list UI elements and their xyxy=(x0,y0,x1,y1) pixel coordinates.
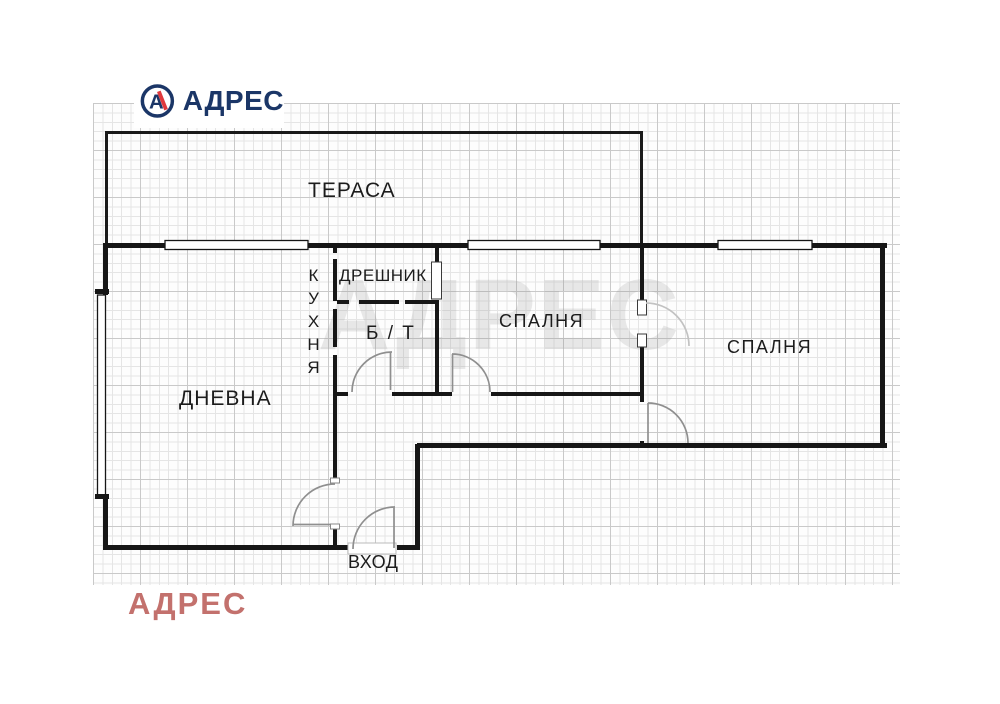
bedroom1-window xyxy=(467,239,601,251)
windows xyxy=(95,239,813,499)
bedroom2-door xyxy=(647,402,689,444)
bedroom-divider-jamb-bottom xyxy=(637,333,647,348)
terrace-walls xyxy=(105,131,643,243)
graph-paper-grid xyxy=(93,103,900,585)
bedroom1-label: СПАЛНЯ xyxy=(499,311,585,331)
closet-door-jamb xyxy=(431,261,442,300)
bedroom2-label: СПАЛНЯ xyxy=(727,337,813,357)
closet-label: ДРЕШНИК xyxy=(339,266,427,285)
agency-logo: А АДРЕС xyxy=(134,74,284,128)
terrace-label: ТЕРАСА xyxy=(308,179,396,202)
center-watermark: АДРЕС xyxy=(318,259,681,371)
bottom-watermark: АДРЕС xyxy=(128,586,248,621)
bedroom-divider-door xyxy=(645,302,690,347)
entrance-opening xyxy=(347,542,397,555)
living-door-jamb-top xyxy=(330,477,340,484)
bathroom-door xyxy=(351,351,393,393)
living-room-window xyxy=(164,239,309,251)
bedroom-divider-jamb-top xyxy=(637,299,647,316)
agency-logo-text: АДРЕС xyxy=(182,85,284,116)
bathroom-label: Б / Т xyxy=(366,323,416,344)
interior-walls xyxy=(333,245,644,548)
adres-circle-a-icon: А xyxy=(140,84,175,118)
entrance-door xyxy=(352,506,396,550)
door-arcs xyxy=(292,302,690,550)
entrance-label: ВХОД xyxy=(348,552,399,572)
living-door-jamb-bottom xyxy=(330,523,340,530)
bedroom1-door xyxy=(451,353,491,393)
living-room-label: ДНЕВНА xyxy=(179,387,272,410)
living-room-side-window xyxy=(96,294,107,496)
door-jambs xyxy=(330,261,647,555)
living-room-door xyxy=(292,483,336,527)
kitchen-label: КУХНЯ xyxy=(304,266,323,381)
bedroom2-window xyxy=(717,239,813,251)
